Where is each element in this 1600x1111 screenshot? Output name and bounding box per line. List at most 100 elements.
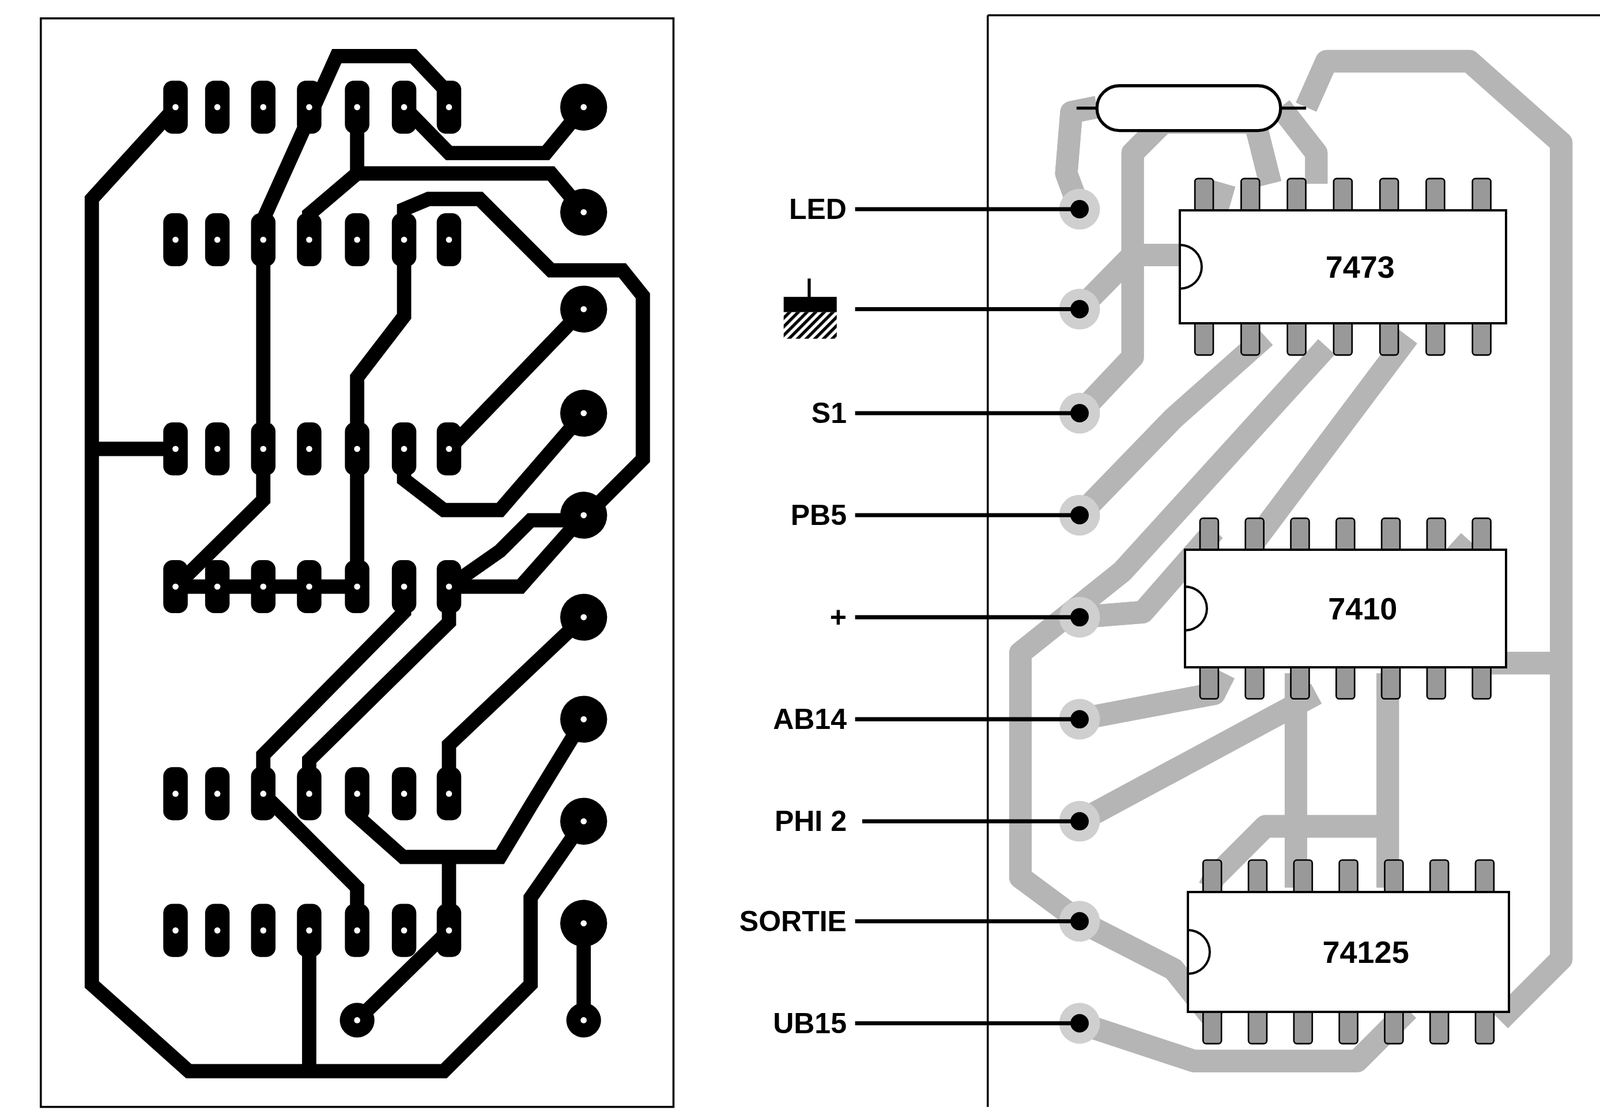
ic-chip: 74125 xyxy=(1186,891,1511,1014)
ic-pad xyxy=(251,213,276,267)
ic-pad xyxy=(391,904,417,958)
drill-hole xyxy=(580,306,587,313)
drill-hole xyxy=(580,920,587,927)
ic-pad xyxy=(205,904,230,958)
ic-pad xyxy=(296,767,322,821)
drill-hole xyxy=(353,446,361,453)
drill-hole xyxy=(172,790,179,798)
drill-hole xyxy=(172,583,179,591)
drill-hole xyxy=(446,927,453,934)
ic-pad xyxy=(251,80,276,134)
ic-pad xyxy=(296,213,322,267)
ic-pad xyxy=(163,213,188,267)
signal-label: SORTIE xyxy=(737,904,849,939)
signal-label: AB14 xyxy=(770,702,849,737)
ic-pad xyxy=(344,80,369,134)
signal-label: + xyxy=(827,600,849,635)
board-edge xyxy=(986,15,990,1108)
drill-hole xyxy=(306,446,313,453)
leader-lines xyxy=(855,209,1077,1024)
ic-pad xyxy=(163,904,188,958)
pad xyxy=(560,285,607,333)
drill-hole xyxy=(172,104,179,111)
ic-pad xyxy=(205,80,230,134)
drill-hole xyxy=(306,236,313,244)
ic-pad xyxy=(344,422,369,476)
ic-pad xyxy=(205,213,230,267)
drill-hole xyxy=(259,236,267,244)
pad xyxy=(560,695,607,743)
ic-pad xyxy=(251,422,276,476)
chip-label: 74125 xyxy=(1322,934,1410,971)
ic-pad xyxy=(391,767,417,821)
drill-hole xyxy=(446,790,453,798)
drill-hole xyxy=(214,104,221,111)
pad xyxy=(560,900,607,947)
ic-pad xyxy=(251,560,276,614)
drill-hole xyxy=(353,927,361,934)
drill-hole xyxy=(401,236,408,244)
drill-hole xyxy=(446,236,453,244)
drill-hole xyxy=(214,446,221,453)
ic-pad xyxy=(344,560,369,614)
ic-pad xyxy=(296,904,322,958)
drill-hole xyxy=(446,583,453,591)
ic-pad xyxy=(391,422,417,476)
ic-pad xyxy=(163,767,188,821)
ic-pad xyxy=(163,422,188,476)
ic-pad xyxy=(251,767,276,821)
signal-label: UB15 xyxy=(770,1006,849,1041)
ic-pad xyxy=(163,80,188,134)
drill-hole xyxy=(306,583,313,591)
pad xyxy=(560,189,607,236)
drill-hole xyxy=(353,583,361,591)
pad xyxy=(560,797,607,845)
ic-pad xyxy=(344,213,369,267)
ic-chip: 7410 xyxy=(1183,548,1508,669)
ic-chip: 7473 xyxy=(1178,209,1508,325)
ic-pad xyxy=(205,560,230,614)
drill-hole xyxy=(214,790,221,798)
grey-traces xyxy=(1020,61,1561,1062)
drill-hole xyxy=(353,790,361,798)
signal-label: PHI 2 xyxy=(772,804,849,839)
drill-hole xyxy=(580,209,587,216)
drill-hole xyxy=(580,818,587,825)
ic-pad xyxy=(391,80,417,134)
drill-hole xyxy=(401,790,408,798)
drill-hole xyxy=(259,790,267,798)
drill-hole xyxy=(353,236,361,244)
pad xyxy=(340,1002,375,1038)
signal-label: PB5 xyxy=(788,498,849,532)
drill-hole xyxy=(259,104,267,111)
drill-hole xyxy=(401,446,408,453)
ic-pad xyxy=(251,904,276,958)
ic-pad xyxy=(436,904,462,958)
drill-hole xyxy=(214,236,221,244)
pad xyxy=(560,491,607,539)
drill-hole xyxy=(401,583,408,591)
ic-pad xyxy=(205,422,230,476)
drill-hole xyxy=(214,927,221,934)
drill-hole xyxy=(259,446,267,453)
drill-hole xyxy=(446,104,453,111)
drill-hole xyxy=(353,104,361,111)
drill-hole xyxy=(172,927,179,934)
drill-hole xyxy=(306,104,313,111)
ic-pad xyxy=(163,560,188,614)
pad xyxy=(566,1002,602,1038)
ic-pad xyxy=(436,80,462,134)
ic-pad xyxy=(296,422,322,476)
drill-hole xyxy=(401,104,408,111)
drill-hole xyxy=(446,446,453,453)
ic-pad xyxy=(296,80,322,134)
drill-hole xyxy=(353,1017,361,1024)
signal-label: S1 xyxy=(809,396,849,430)
board-edge xyxy=(987,14,1600,17)
ic-pad xyxy=(344,767,369,821)
drill-hole xyxy=(580,614,587,621)
ic-pad xyxy=(436,560,462,614)
ic-pad xyxy=(205,767,230,821)
signal-label: LED xyxy=(786,192,849,226)
